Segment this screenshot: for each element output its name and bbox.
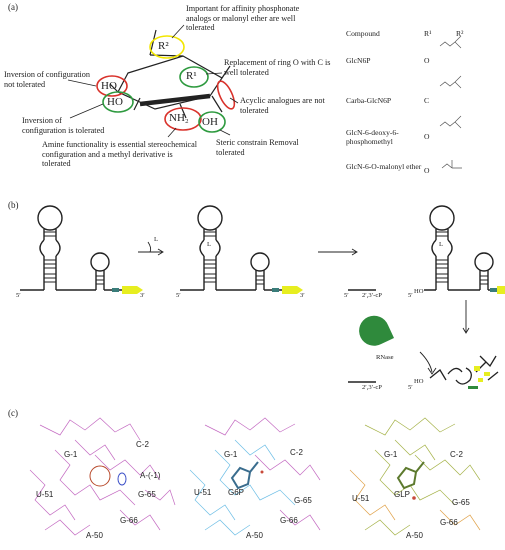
left-a50: A-50 <box>86 531 103 540</box>
mid-c2: C-2 <box>290 448 303 457</box>
inversion-not-tolerated: Inversion of configuration not tolerated <box>4 70 90 89</box>
inversion-tolerated: Inversion of configuration is tolerated <box>22 116 105 135</box>
ho-upper-label: HO <box>101 80 117 92</box>
r1-annotation: Replacement of ring O with C is well tol… <box>224 58 331 77</box>
left-g1: G-1 <box>64 450 78 459</box>
left-am1: A-(-1) <box>140 471 161 480</box>
c1-five-prime: 5′ <box>16 292 21 299</box>
right-a50: A-50 <box>406 531 423 540</box>
ligand-pocket-circle <box>89 465 111 487</box>
panel-c-label: (c) <box>8 408 18 418</box>
table-row-3-compound: GlcN-6-deoxy-6-phosphomethyl <box>346 128 399 146</box>
mid-g66: G-66 <box>280 516 298 525</box>
binding-arrow <box>138 241 164 256</box>
deg-five-prime: 5′ <box>408 384 413 391</box>
structure-middle <box>189 417 321 536</box>
left-g66: G-66 <box>120 516 138 525</box>
reporter-1 <box>122 286 137 294</box>
table-header-r1: R¹ <box>424 29 432 38</box>
ho-lower-label: HO <box>107 96 123 108</box>
right-g65: G-65 <box>452 498 470 507</box>
left-c2: C-2 <box>136 440 149 449</box>
c1-three-prime: 3′ <box>140 292 145 299</box>
frag2-cp-label: 2′,3′-cP <box>362 384 382 391</box>
r2-structures <box>439 35 462 169</box>
acyclic-annotation: Acyclic analogues are not tolerated <box>240 96 325 115</box>
right-c2: C-2 <box>450 450 463 459</box>
c3-five-prime: 5′ <box>408 292 413 299</box>
c3-ho-label: HO <box>414 288 424 295</box>
structure-left <box>29 417 176 536</box>
rnase-label: RNase <box>376 354 394 361</box>
table-row-4-r1: O <box>424 166 430 175</box>
c3-ligand-label: L <box>439 241 444 248</box>
panel-b-label: (b) <box>8 200 19 210</box>
degraded-rna <box>429 355 499 385</box>
mid-g1: G-1 <box>224 450 238 459</box>
riboswitch-1-rungs <box>44 231 104 285</box>
cleavage-site-1 <box>112 288 119 292</box>
table-row-4-compound: GlcN-6-O-malonyl ether <box>346 162 422 171</box>
cleavage-arrow <box>318 248 358 256</box>
mid-u51: U-51 <box>194 488 212 497</box>
table-row-2-compound: Carba-GlcN6P <box>346 96 392 105</box>
right-g66: G-66 <box>440 518 458 527</box>
riboswitch-2 <box>180 205 295 291</box>
table-header-compound: Compound <box>346 29 380 38</box>
ho-upper-red-ellipse <box>96 75 128 97</box>
table-row-3-r1: O <box>424 132 430 141</box>
frag-five-prime: 5′ <box>344 292 349 299</box>
mid-ligand: G6P <box>228 488 245 497</box>
acyclic-red-ellipse <box>216 80 236 110</box>
deg-ho-label: HO <box>414 378 424 385</box>
right-u51: U-51 <box>352 494 370 503</box>
table-row-1-r1: O <box>424 56 430 65</box>
glp-ligand <box>396 461 425 490</box>
c2-five-prime: 5′ <box>176 292 181 299</box>
table-row-1-compound: GlcN6P <box>346 56 371 65</box>
r2-yellow-ellipse <box>149 35 185 59</box>
nh2-red-ellipse <box>164 107 202 131</box>
c2-three-prime: 3′ <box>300 292 305 299</box>
nh2-label: NH₂ <box>169 112 189 124</box>
left-u51: U-51 <box>36 490 54 499</box>
table-header-r2: R² <box>456 29 464 38</box>
table-row-2-r1: C <box>424 96 430 105</box>
structure-right <box>349 417 481 536</box>
right-g1: G-1 <box>384 450 398 459</box>
oh-label: OH <box>202 116 218 128</box>
right-ligand: GLP <box>394 490 411 499</box>
c2-ligand-label: L <box>207 241 212 248</box>
oh-green-ellipse <box>198 111 226 133</box>
panel-a-label: (a) <box>8 2 18 12</box>
riboswitch-1 <box>20 205 135 291</box>
amine-annotation: Amine functionality is essential stereoc… <box>42 140 198 168</box>
r1-label: R¹ <box>186 70 197 82</box>
ho-lower-green-ellipse <box>102 91 134 113</box>
arrow-ligand-label: L <box>154 236 159 243</box>
rnase-enzyme <box>359 315 394 346</box>
mid-g65: G-65 <box>294 496 312 505</box>
frag-cp-label: 2′,3′-cP <box>362 292 382 299</box>
r2-annotation: Important for affinity phosphonate analo… <box>186 4 300 32</box>
left-g65: G-65 <box>138 490 156 499</box>
r2-label: R² <box>158 40 169 52</box>
g6p-ligand <box>230 461 259 490</box>
r1-green-ellipse <box>179 66 209 88</box>
mid-a50: A-50 <box>246 531 263 540</box>
steric-annotation: Steric constrain Removal tolerated <box>216 138 299 157</box>
riboswitch-3 <box>424 205 499 291</box>
